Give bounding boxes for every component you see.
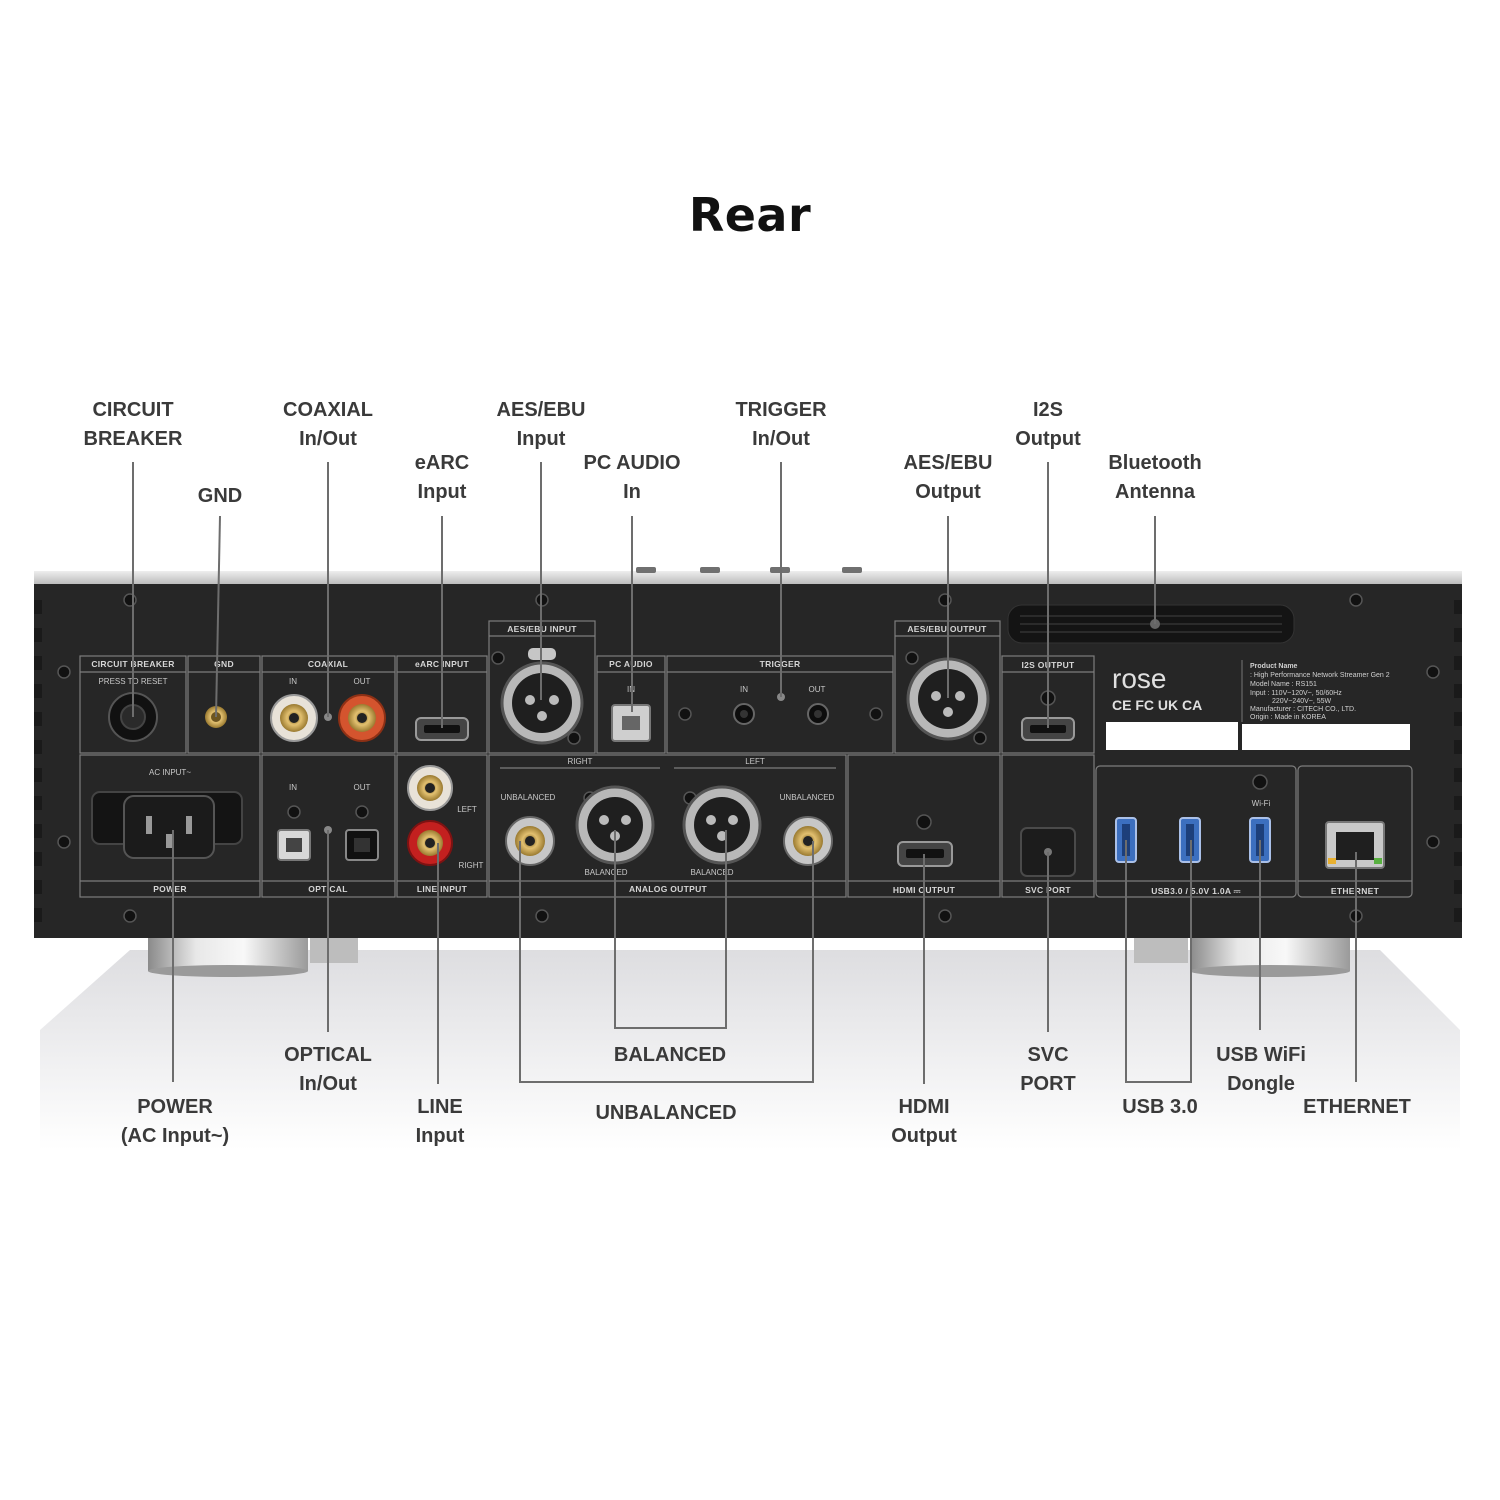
svg-text:: High Performance Network Str: : High Performance Network Streamer Gen … [1250, 672, 1390, 679]
foot-left [148, 935, 308, 977]
silk-balanced-right: BALANCED [584, 868, 627, 877]
optical-screws [287, 805, 369, 819]
silk-ac-input: AC INPUT~ [149, 768, 191, 777]
optical-out-port[interactable] [345, 829, 379, 861]
svg-text:Origin : Made in KOREA: Origin : Made in KOREA [1250, 714, 1326, 721]
heatsink-fins-right [1454, 600, 1462, 922]
callout-balanced: BALANCED [613, 1044, 727, 1066]
foot-post-right [1134, 935, 1188, 963]
silk-aes-ebu-input: AES/EBU INPUT [507, 624, 577, 634]
i2s-output-port[interactable] [1021, 690, 1075, 741]
serial-sticker-1 [1106, 722, 1238, 750]
brand-logo: rose [1112, 663, 1166, 694]
silk-balanced-left: BALANCED [690, 868, 733, 877]
silk-line-input: LINE INPUT [417, 884, 468, 894]
silk-analog-left: LEFT [745, 757, 765, 766]
earc-hdmi-port[interactable] [415, 717, 469, 741]
leader-lines [132, 462, 1357, 1084]
svg-text:Input : 110V~120V~, 50/60Hz: Input : 110V~120V~, 50/60Hz [1250, 690, 1342, 697]
ac-power-inlet[interactable] [91, 791, 243, 859]
balanced-right-output-xlr[interactable] [575, 785, 655, 865]
heatsink-fins-left [34, 600, 42, 922]
silk-line-right: RIGHT [459, 861, 484, 870]
silk-trigger-in: IN [740, 685, 748, 694]
silk-trigger: TRIGGER [760, 659, 801, 669]
unbalanced-left-output-jack[interactable] [783, 816, 833, 866]
callout-usb: USB 3.0 [1122, 1096, 1198, 1118]
top-knobs [636, 567, 862, 573]
silk-usb-spec: USB3.0 / 5.0V 1.0A ⎓ [1151, 886, 1241, 896]
callout-ethernet: ETHERNET [1303, 1096, 1411, 1118]
silk-power: POWER [153, 884, 187, 894]
aes-ebu-output-xlr[interactable] [906, 657, 990, 741]
aes-ebu-input-xlr[interactable] [500, 648, 584, 745]
silk-coax-out: OUT [354, 677, 371, 686]
silk-pc-audio: PC AUDIO [609, 659, 653, 669]
callout-unbalanced: UNBALANCED [595, 1102, 737, 1124]
coaxial-in-jack[interactable] [270, 694, 318, 742]
silk-unbalanced-left: UNBALANCED [780, 793, 835, 802]
silk-optical-in: IN [289, 783, 297, 792]
product-info-text: Product Name : High Performance Network … [1250, 663, 1390, 721]
silk-analog-output: ANALOG OUTPUT [629, 884, 708, 894]
trigger-in-jack[interactable] [733, 703, 755, 725]
silk-coax-in: IN [289, 677, 297, 686]
silk-unbalanced-right: UNBALANCED [501, 793, 556, 802]
silk-gnd: GND [214, 659, 234, 669]
svg-text:220V~240V~, 55W: 220V~240V~, 55W [1272, 698, 1332, 705]
silk-line-left: LEFT [457, 805, 477, 814]
trigger-out-jack[interactable] [807, 703, 829, 725]
silk-wifi: Wi-Fi [1252, 799, 1271, 808]
unbalanced-right-output-jack[interactable] [505, 816, 555, 866]
svg-text:Product Name: Product Name [1250, 663, 1298, 670]
foot-post-left [310, 935, 358, 963]
foot-right [1190, 935, 1350, 977]
panel-screws [57, 593, 1440, 923]
certification-marks: CE FC UK CA [1112, 697, 1202, 713]
svg-text:Manufacturer : CITECH CO., LTD: Manufacturer : CITECH CO., LTD. [1250, 706, 1356, 713]
page-title: Rear [688, 188, 812, 242]
bluetooth-antenna[interactable] [1007, 604, 1295, 644]
callout-power: POWER(AC Input~) [120, 1096, 230, 1147]
silk-optical-out: OUT [354, 783, 371, 792]
line-input-right-jack[interactable] [407, 820, 453, 866]
optical-in-port[interactable] [277, 829, 311, 861]
top-cover [34, 571, 1462, 585]
silk-trigger-out: OUT [809, 685, 826, 694]
floor-reflection [40, 950, 1460, 1150]
coaxial-out-jack[interactable] [338, 694, 386, 742]
line-input-left-jack[interactable] [407, 765, 453, 811]
trigger-screws [678, 707, 883, 721]
balanced-left-output-xlr[interactable] [682, 785, 762, 865]
svg-text:Model Name : RS151: Model Name : RS151 [1250, 681, 1317, 688]
serial-sticker-2 [1242, 724, 1410, 750]
silk-analog-right: RIGHT [568, 757, 593, 766]
callout-gnd: GND [197, 485, 243, 507]
